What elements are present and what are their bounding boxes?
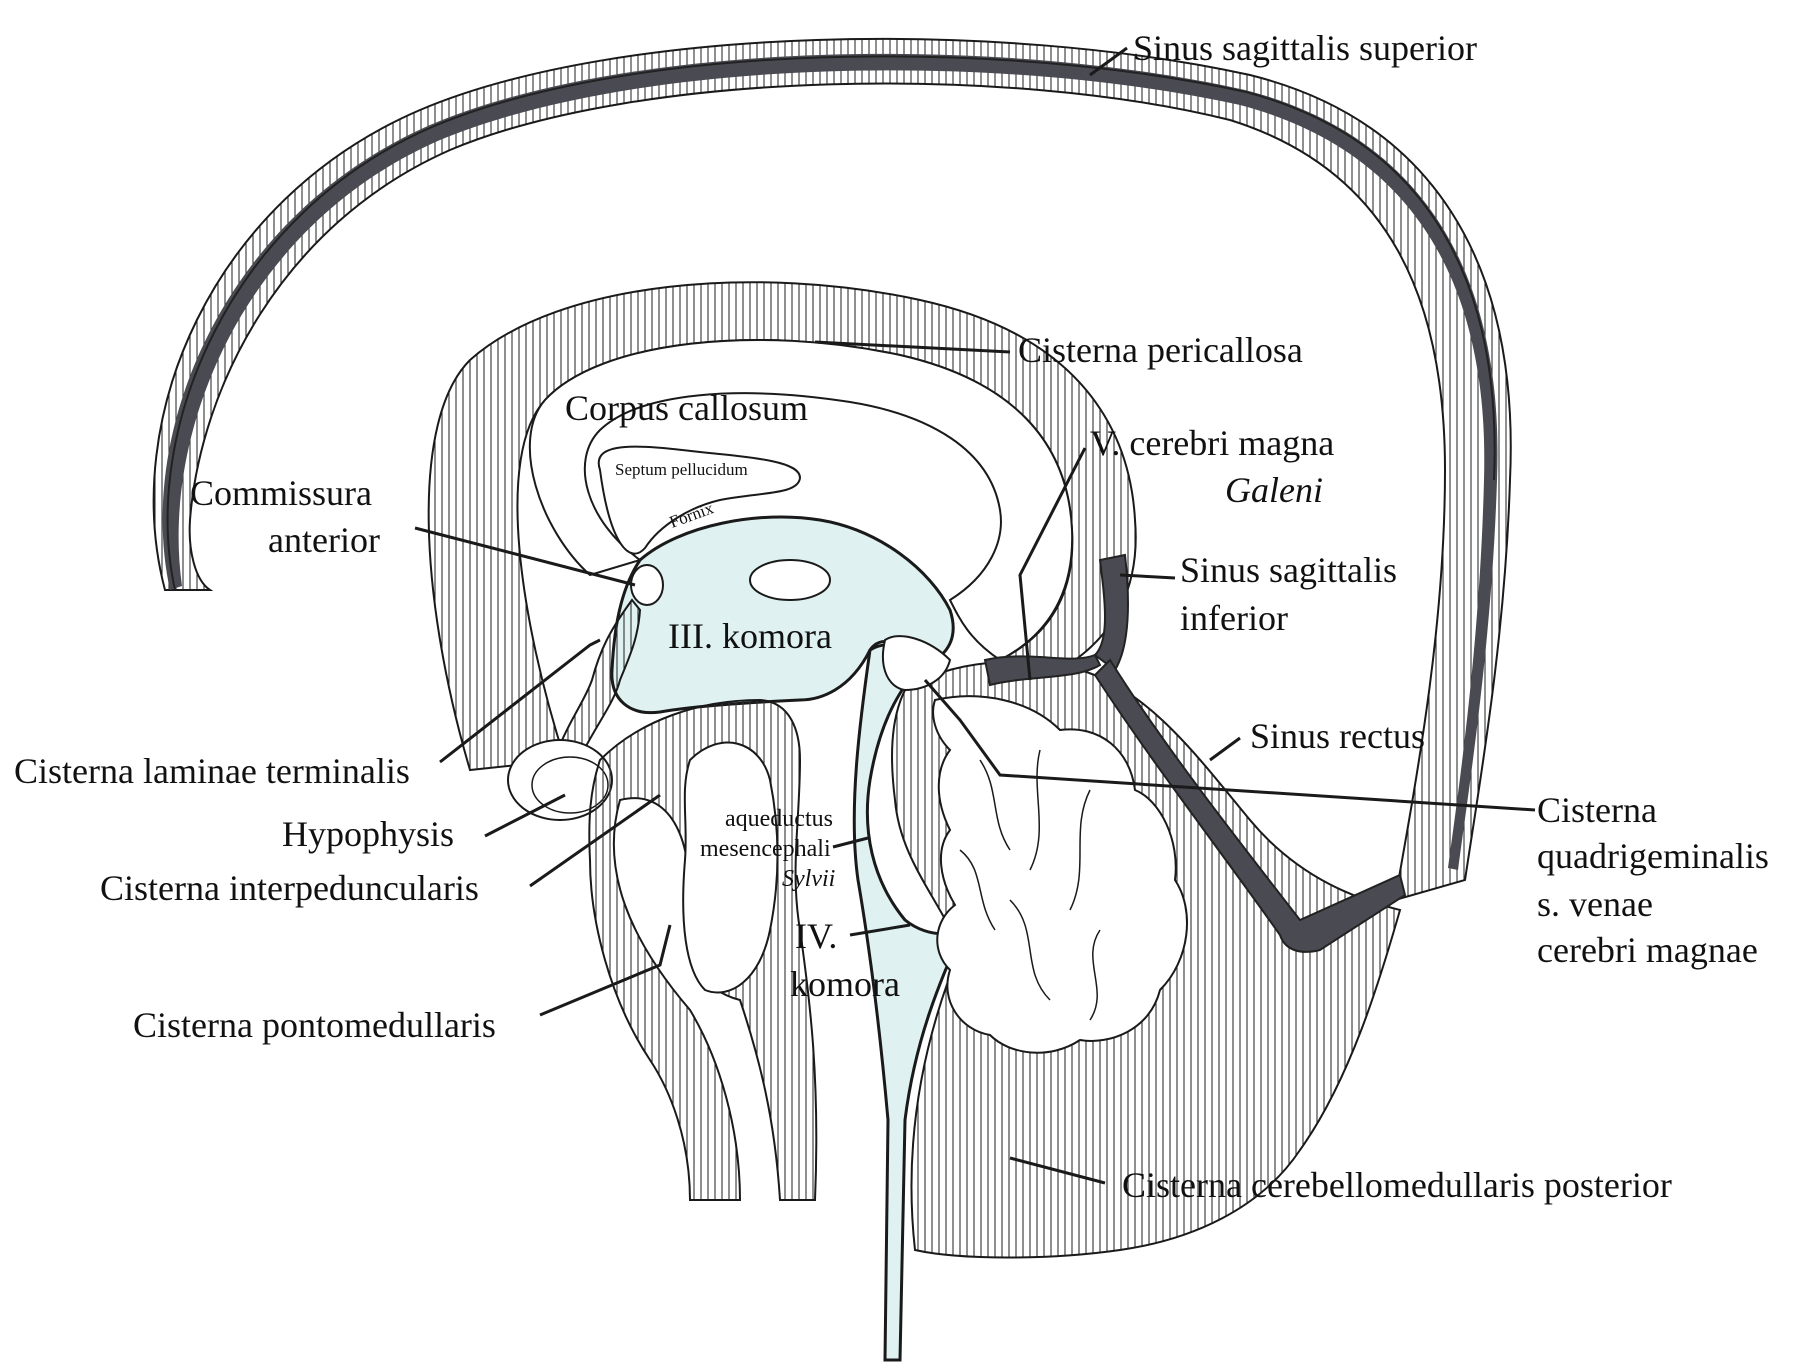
- label-sinus-rectus: Sinus rectus: [1250, 716, 1425, 756]
- label-cisterna-pontomedullaris: Cisterna pontomedullaris: [133, 1005, 496, 1045]
- label-septum-pellucidum: Septum pellucidum: [615, 460, 748, 479]
- commissura-anterior-shape: [631, 565, 663, 605]
- label-cisterna-cerebellomedullaris-posterior: Cisterna cerebellomedullaris posterior: [1122, 1165, 1672, 1205]
- pons-shape: [683, 743, 777, 993]
- label-aqueductus-3: Sylvii: [782, 866, 835, 892]
- adhesio-interthalamica: [750, 560, 830, 600]
- label-commissura-anterior-2: anterior: [268, 520, 380, 560]
- label-cisterna-pericallosa: Cisterna pericallosa: [1018, 330, 1303, 370]
- label-hypophysis: Hypophysis: [282, 814, 454, 854]
- label-corpus-callosum: Corpus callosum: [565, 388, 808, 428]
- label-aqueductus-1: aqueductus: [725, 806, 833, 832]
- label-v-cerebri-magna-2: Galeni: [1225, 470, 1323, 510]
- label-cisterna-quadrigeminalis-3: s. venae: [1537, 884, 1653, 924]
- label-sinus-sagittalis-inferior-2: inferior: [1180, 598, 1288, 638]
- label-sinus-sagittalis-superior: Sinus sagittalis superior: [1133, 28, 1477, 68]
- label-cisterna-quadrigeminalis-4: cerebri magnae: [1537, 930, 1758, 970]
- label-cisterna-quadrigeminalis-2: quadrigeminalis: [1537, 836, 1769, 876]
- label-commissura-anterior-1: Commissura: [190, 473, 372, 513]
- label-iv-komora-1: IV.: [795, 916, 837, 956]
- label-iii-komora: III. komora: [668, 616, 832, 656]
- label-cisterna-laminae-terminalis: Cisterna laminae terminalis: [14, 751, 410, 791]
- label-cisterna-interpeduncularis: Cisterna interpeduncularis: [100, 868, 479, 908]
- label-sinus-sagittalis-inferior-1: Sinus sagittalis: [1180, 550, 1397, 590]
- label-aqueductus-2: mesencephali: [700, 836, 831, 862]
- label-iv-komora-2: komora: [790, 964, 900, 1004]
- label-cisterna-quadrigeminalis-1: Cisterna: [1537, 790, 1657, 830]
- label-v-cerebri-magna-1: V. cerebri magna: [1090, 423, 1334, 463]
